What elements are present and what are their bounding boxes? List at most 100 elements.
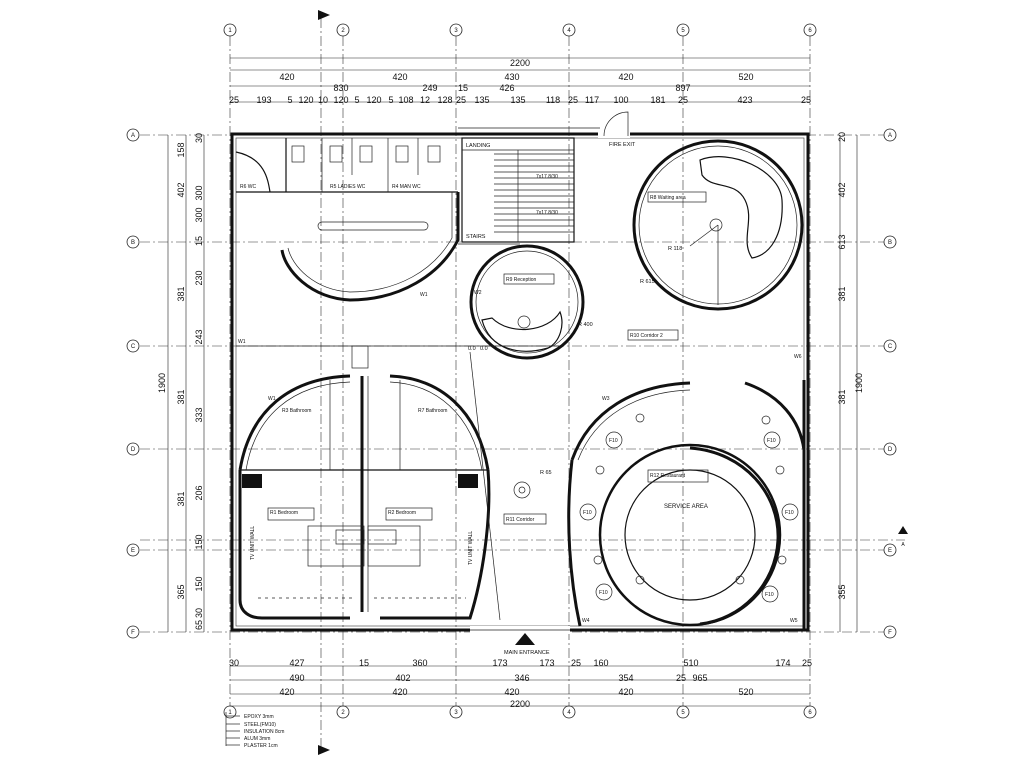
row-bubble-d: D bbox=[131, 447, 136, 453]
dim-top-r3-5: 120 bbox=[333, 95, 348, 105]
room-tag-gents-wc: R6 WC bbox=[240, 184, 257, 190]
stair-spec-2: 7x17.8/30 bbox=[536, 210, 558, 216]
col-bubble-6-bottom: 6 bbox=[808, 710, 812, 716]
radius-615-label: R 615 bbox=[640, 279, 655, 285]
col-bubble-3-bottom: 3 bbox=[454, 710, 458, 716]
room-tag-bedroom1: R1 Bedroom bbox=[270, 510, 298, 516]
dim-bottom-r1-5: 173 bbox=[539, 658, 554, 668]
radius-65-label: R 65 bbox=[540, 470, 552, 476]
dining-tables: F10 F10 F10 F10 F10 F10 bbox=[579, 413, 799, 603]
row-bubbles-right: A B C D E F bbox=[883, 128, 897, 639]
dim-right-r1-2: 613 bbox=[837, 234, 847, 249]
row-bubble-c: C bbox=[131, 344, 136, 350]
dimension-chain-left: 1900 158 402 381 381 381 365 30 300 300 … bbox=[157, 133, 205, 632]
dim-bottom-r2-1: 402 bbox=[395, 673, 410, 683]
table-label: F10 bbox=[599, 590, 608, 596]
section-arrow-top bbox=[318, 10, 330, 20]
dim-bottom-r1-0: 30 bbox=[229, 658, 239, 668]
room-tag-bedroom2: R2 Bedroom bbox=[388, 510, 416, 516]
wall-tag-w6: W6 bbox=[794, 354, 802, 360]
dim-bottom-r3-4: 520 bbox=[738, 687, 753, 697]
dim-left-r2-11: 65 bbox=[194, 620, 204, 630]
dim-bottom-r1-10: 25 bbox=[802, 658, 812, 668]
radius-400-label: R 400 bbox=[578, 322, 593, 328]
dim-top-r2-0: 830 bbox=[333, 83, 348, 93]
dim-top-r3-10: 12 bbox=[420, 95, 430, 105]
legend-steel: STEEL(FM10) bbox=[244, 722, 276, 728]
col-bubble-6: 6 bbox=[808, 28, 812, 34]
bedrooms-block: TV UNIT WALL TV UNIT WALL R1 Bedroom R2 … bbox=[238, 374, 491, 620]
col-bubble-2-bottom: 2 bbox=[341, 710, 345, 716]
room-tag-bathroom1: R3 Bathroom bbox=[282, 408, 311, 414]
stairs-label: STAIRS bbox=[466, 234, 486, 240]
dim-top-r3-19: 181 bbox=[650, 95, 665, 105]
col-bubble-4: 4 bbox=[567, 28, 571, 34]
dim-right-r1-3: 381 bbox=[837, 286, 847, 301]
legend-insulation: INSULATION 8cm bbox=[244, 729, 284, 735]
dim-left-r2-4: 230 bbox=[194, 270, 204, 285]
dim-bottom-r3-3: 420 bbox=[618, 687, 633, 697]
dim-top-r2-2: 15 bbox=[458, 83, 468, 93]
dim-top-r1-2: 430 bbox=[504, 72, 519, 82]
row-bubble-e-right: E bbox=[888, 548, 892, 554]
level-mark-2: 0.0 bbox=[480, 346, 488, 352]
dim-top-r3-18: 100 bbox=[613, 95, 628, 105]
dim-top-r3-1: 193 bbox=[256, 95, 271, 105]
wall-legend: EPOXY 3mm STEEL(FM10) INSULATION 8cm ALU… bbox=[225, 712, 284, 749]
dim-bottom-r1-3: 360 bbox=[412, 658, 427, 668]
tv-unit-wall-left-label: TV UNIT WALL bbox=[250, 526, 256, 560]
column-bubbles-bottom: 1 2 3 4 5 6 bbox=[223, 705, 817, 719]
room-tag-reception: R9 Reception bbox=[506, 277, 537, 283]
dim-bottom-r3-2: 420 bbox=[504, 687, 519, 697]
col-bubble-5: 5 bbox=[681, 28, 685, 34]
stairs-landing: LANDING STAIRS 7x17.8/30 7x17.8/30 bbox=[461, 137, 575, 243]
dim-left-r2-5: 243 bbox=[194, 329, 204, 344]
legend-plaster: PLASTER 1cm bbox=[244, 743, 278, 749]
dim-top-r1-4: 520 bbox=[738, 72, 753, 82]
col-bubble-1: 1 bbox=[228, 28, 232, 34]
reception-pod: R9 Reception R 400 bbox=[469, 244, 593, 360]
wc-block: R6 WC R5 LADIES WC R4 MAN WC W1 bbox=[235, 138, 520, 302]
dim-bottom-r1-6: 25 bbox=[571, 658, 581, 668]
dim-bottom-r1-2: 15 bbox=[359, 658, 369, 668]
dim-left-r1-5: 365 bbox=[176, 584, 186, 599]
room-tag-main-wc: R4 MAN WC bbox=[392, 184, 421, 190]
row-bubble-c-right: C bbox=[888, 344, 893, 350]
col-bubble-2: 2 bbox=[341, 28, 345, 34]
fire-exit-label: FIRE EXIT bbox=[609, 142, 636, 148]
dim-bottom-r2-2: 346 bbox=[514, 673, 529, 683]
dim-top-r2-4: 897 bbox=[675, 83, 690, 93]
dim-left-r2-10: 30 bbox=[194, 608, 204, 618]
row-bubble-f: F bbox=[131, 630, 135, 636]
restaurant: R12 Restaurant SERVICE AREA F10 F10 F10 … bbox=[567, 354, 806, 630]
dim-left-r2-9: 150 bbox=[194, 576, 204, 591]
room-tag-corridor: R11 Corridor bbox=[506, 517, 535, 523]
grid-lines-vertical bbox=[229, 18, 811, 748]
dim-top-r3-20: 25 bbox=[678, 95, 688, 105]
tv-unit-wall-right-label: TV UNIT WALL bbox=[468, 531, 474, 565]
main-entrance-label: MAIN ENTRANCE bbox=[504, 650, 550, 656]
dim-right-total: 1900 bbox=[854, 373, 864, 393]
section-arrow-bottom bbox=[318, 745, 330, 755]
dim-top-r3-3: 120 bbox=[298, 95, 313, 105]
section-marker-label: A bbox=[901, 542, 905, 548]
row-bubble-d-right: D bbox=[888, 447, 893, 453]
table-label: F10 bbox=[609, 438, 618, 444]
stair-spec-1: 7x17.8/30 bbox=[536, 174, 558, 180]
row-bubble-f-right: F bbox=[888, 630, 892, 636]
dim-top-r3-7: 120 bbox=[366, 95, 381, 105]
dim-left-r2-8: 150 bbox=[194, 534, 204, 549]
table-label: F10 bbox=[765, 592, 774, 598]
col-bubble-5-bottom: 5 bbox=[681, 710, 685, 716]
dimension-chain-bottom: 30 427 15 360 173 173 25 160 510 174 25 … bbox=[229, 658, 812, 709]
col-bubble-4-bottom: 4 bbox=[567, 710, 571, 716]
dim-left-r1-3: 381 bbox=[176, 389, 186, 404]
table-label: F10 bbox=[767, 438, 776, 444]
service-area-label: SERVICE AREA bbox=[664, 504, 708, 510]
dim-top-r3-17: 117 bbox=[585, 95, 599, 105]
dim-top-r3-11: 128 bbox=[437, 95, 452, 105]
dim-right-r1-0: 20 bbox=[837, 132, 847, 142]
dim-left-r2-1: 300 bbox=[194, 185, 204, 200]
dim-bottom-r1-1: 427 bbox=[289, 658, 304, 668]
